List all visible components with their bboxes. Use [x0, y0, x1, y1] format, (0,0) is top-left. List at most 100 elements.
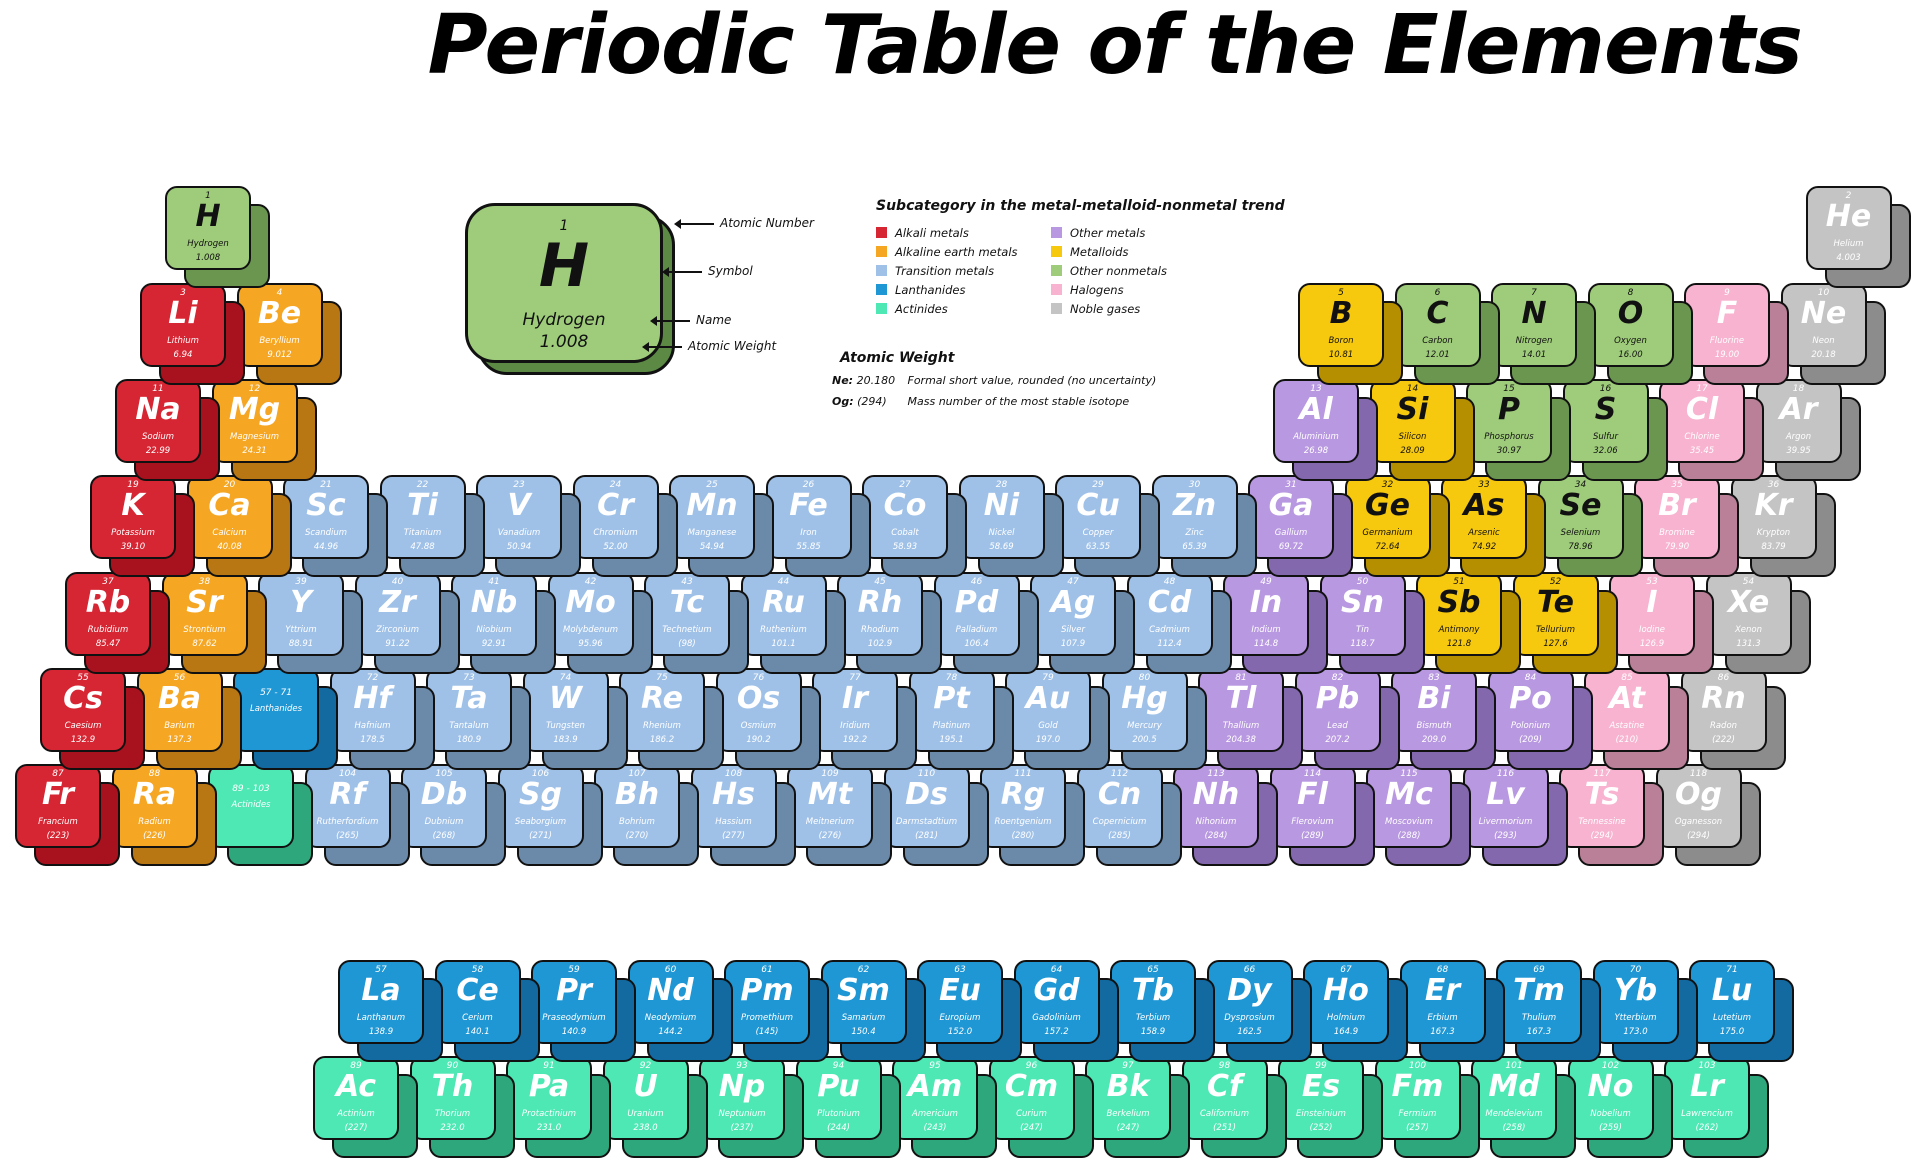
- element-tile[interactable]: 32GeGermanium72.64: [1344, 475, 1450, 577]
- element-tile[interactable]: 99EsEinsteinium(252): [1278, 1056, 1383, 1158]
- element-tile[interactable]: 23VVanadium50.94: [476, 475, 581, 577]
- element-tile[interactable]: 8OOxygen16.00: [1587, 283, 1693, 385]
- element-tile[interactable]: 43TcTechnetium(98): [644, 572, 749, 674]
- element-tile[interactable]: 12MgMagnesium24.31: [211, 379, 317, 481]
- element-tile[interactable]: 36KrKrypton83.79: [1730, 475, 1836, 577]
- element-tile[interactable]: 65TbTerbium158.9: [1110, 960, 1215, 1062]
- element-tile[interactable]: 16SSulfur32.06: [1562, 379, 1668, 481]
- element-tile[interactable]: 42MoMolybdenum95.96: [547, 572, 653, 674]
- element-tile[interactable]: 89AcActinium(227): [313, 1056, 418, 1158]
- element-series-ref[interactable]: 57 - 71Lanthanides: [233, 668, 338, 770]
- element-tile[interactable]: 6CCarbon12.01: [1394, 283, 1500, 385]
- element-tile[interactable]: 15PPhosphorus30.97: [1466, 379, 1571, 481]
- element-tile[interactable]: 3LiLithium6.94: [140, 283, 245, 385]
- element-tile[interactable]: 67HoHolmium164.9: [1303, 960, 1408, 1062]
- element-tile[interactable]: 4BeBeryllium9.012: [236, 283, 342, 385]
- element-tile[interactable]: 75ReRhenium186.2: [619, 668, 724, 770]
- element-tile[interactable]: 116LvLivermorium(293): [1462, 764, 1568, 866]
- element-tile[interactable]: 98CfCalifornium(251): [1181, 1056, 1287, 1158]
- element-tile[interactable]: 77IrIridium192.2: [812, 668, 917, 770]
- element-tile[interactable]: 107BhBohrium(270): [594, 764, 699, 866]
- element-tile[interactable]: 45RhRhodium102.9: [837, 572, 942, 674]
- element-tile[interactable]: 110DsDarmstadtium(281): [883, 764, 989, 866]
- element-tile[interactable]: 74WTungsten183.9: [522, 668, 628, 770]
- element-tile[interactable]: 72HfHafnium178.5: [329, 668, 435, 770]
- element-tile[interactable]: 103LrLawrencium(262): [1664, 1056, 1769, 1158]
- element-tile[interactable]: 46PdPalladium106.4: [933, 572, 1039, 674]
- element-tile[interactable]: 61PmPromethium(145): [724, 960, 829, 1062]
- element-tile[interactable]: 101MdMendelevium(258): [1471, 1056, 1576, 1158]
- element-tile[interactable]: 54XeXenon131.3: [1705, 572, 1811, 674]
- element-tile[interactable]: 25MnManganese54.94: [669, 475, 774, 577]
- element-tile[interactable]: 21ScScandium44.96: [283, 475, 388, 577]
- element-tile[interactable]: 37RbRubidium85.47: [65, 572, 170, 674]
- element-tile[interactable]: 38SrStrontium87.62: [161, 572, 267, 674]
- element-tile[interactable]: 66DyDysprosium162.5: [1206, 960, 1312, 1062]
- element-tile[interactable]: 104RfRutherfordium(265): [304, 764, 410, 866]
- element-tile[interactable]: 69TmThulium167.3: [1496, 960, 1601, 1062]
- element-tile[interactable]: 73TaTantalum180.9: [426, 668, 531, 770]
- element-tile[interactable]: 71LuLutetium175.0: [1689, 960, 1794, 1062]
- element-tile[interactable]: 62SmSamarium150.4: [820, 960, 926, 1062]
- element-tile[interactable]: 11NaSodium22.99: [115, 379, 220, 481]
- element-tile[interactable]: 13AlAluminium26.98: [1273, 379, 1378, 481]
- element-tile[interactable]: 92UUranium238.0: [602, 1056, 708, 1158]
- element-tile[interactable]: 22TiTitanium47.88: [379, 475, 485, 577]
- element-tile[interactable]: 85AtAstatine(210): [1584, 668, 1689, 770]
- element-tile[interactable]: 40ZrZirconium91.22: [354, 572, 460, 674]
- element-tile[interactable]: 97BkBerkelium(247): [1085, 1056, 1190, 1158]
- element-tile[interactable]: 91PaProtactinium231.0: [506, 1056, 611, 1158]
- element-tile[interactable]: 68ErErbium167.3: [1399, 960, 1505, 1062]
- element-tile[interactable]: 44RuRuthenium101.1: [740, 572, 846, 674]
- element-tile[interactable]: 90ThThorium232.0: [409, 1056, 515, 1158]
- element-tile[interactable]: 14SiSilicon28.09: [1369, 379, 1475, 481]
- element-tile[interactable]: 70YbYtterbium173.0: [1592, 960, 1698, 1062]
- element-tile[interactable]: 34SeSelenium78.96: [1537, 475, 1643, 577]
- element-tile[interactable]: 5BBoron10.81: [1298, 283, 1403, 385]
- element-tile[interactable]: 52TeTellurium127.6: [1512, 572, 1618, 674]
- element-tile[interactable]: 26FeIron55.85: [765, 475, 871, 577]
- element-tile[interactable]: 35BrBromine79.90: [1634, 475, 1739, 577]
- element-tile[interactable]: 24CrChromium52.00: [572, 475, 678, 577]
- element-tile[interactable]: 18ArArgon39.95: [1755, 379, 1861, 481]
- element-tile[interactable]: 63EuEuropium152.0: [917, 960, 1022, 1062]
- element-tile[interactable]: 55CsCaesium132.9: [40, 668, 145, 770]
- element-tile[interactable]: 17ClChlorine35.45: [1659, 379, 1764, 481]
- element-tile[interactable]: 80HgMercury200.5: [1101, 668, 1207, 770]
- element-tile[interactable]: 28NiNickel58.69: [958, 475, 1064, 577]
- element-tile[interactable]: 7NNitrogen14.01: [1491, 283, 1596, 385]
- element-tile[interactable]: 111RgRoentgenium(280): [980, 764, 1085, 866]
- element-tile[interactable]: 78PtPlatinum195.1: [908, 668, 1014, 770]
- element-tile[interactable]: 27CoCobalt58.93: [862, 475, 967, 577]
- element-tile[interactable]: 113NhNihonium(284): [1173, 764, 1278, 866]
- element-tile[interactable]: 102NoNobelium(259): [1567, 1056, 1673, 1158]
- element-tile[interactable]: 60NdNeodymium144.2: [627, 960, 733, 1062]
- element-tile[interactable]: 95AmAmericium(243): [892, 1056, 997, 1158]
- element-tile[interactable]: 76OsOsmium190.2: [715, 668, 821, 770]
- element-tile[interactable]: 115McMoscovium(288): [1366, 764, 1471, 866]
- element-tile[interactable]: 108HsHassium(277): [690, 764, 796, 866]
- element-series-ref[interactable]: 89 - 103Actinides: [208, 764, 313, 866]
- element-tile[interactable]: 82PbLead207.2: [1294, 668, 1400, 770]
- element-tile[interactable]: 84PoPolonium(209): [1487, 668, 1593, 770]
- element-tile[interactable]: 10NeNeon20.18: [1780, 283, 1886, 385]
- element-tile[interactable]: 117TsTennessine(294): [1559, 764, 1664, 866]
- element-tile[interactable]: 59PrPraseodymium140.9: [531, 960, 636, 1062]
- element-tile[interactable]: 47AgSilver107.9: [1030, 572, 1135, 674]
- element-tile[interactable]: 88RaRadium(226): [111, 764, 217, 866]
- element-tile[interactable]: 93NpNeptunium(237): [699, 1056, 804, 1158]
- element-tile[interactable]: 39YYttrium88.91: [258, 572, 363, 674]
- element-tile[interactable]: 106SgSeaborgium(271): [497, 764, 603, 866]
- element-tile[interactable]: 1HHydrogen1.008: [165, 186, 270, 288]
- element-tile[interactable]: 87FrFrancium(223): [15, 764, 120, 866]
- element-tile[interactable]: 50SnTin118.7: [1319, 572, 1425, 674]
- element-tile[interactable]: 31GaGallium69.72: [1248, 475, 1353, 577]
- element-tile[interactable]: 58CeCerium140.1: [434, 960, 540, 1062]
- element-tile[interactable]: 64GdGadolinium157.2: [1013, 960, 1119, 1062]
- element-tile[interactable]: 109MtMeitnerium(276): [787, 764, 892, 866]
- element-tile[interactable]: 83BiBismuth209.0: [1391, 668, 1496, 770]
- element-tile[interactable]: 79AuGold197.0: [1005, 668, 1110, 770]
- element-tile[interactable]: 118OgOganesson(294): [1655, 764, 1761, 866]
- element-tile[interactable]: 112CnCopernicium(285): [1076, 764, 1182, 866]
- element-tile[interactable]: 49InIndium114.8: [1223, 572, 1328, 674]
